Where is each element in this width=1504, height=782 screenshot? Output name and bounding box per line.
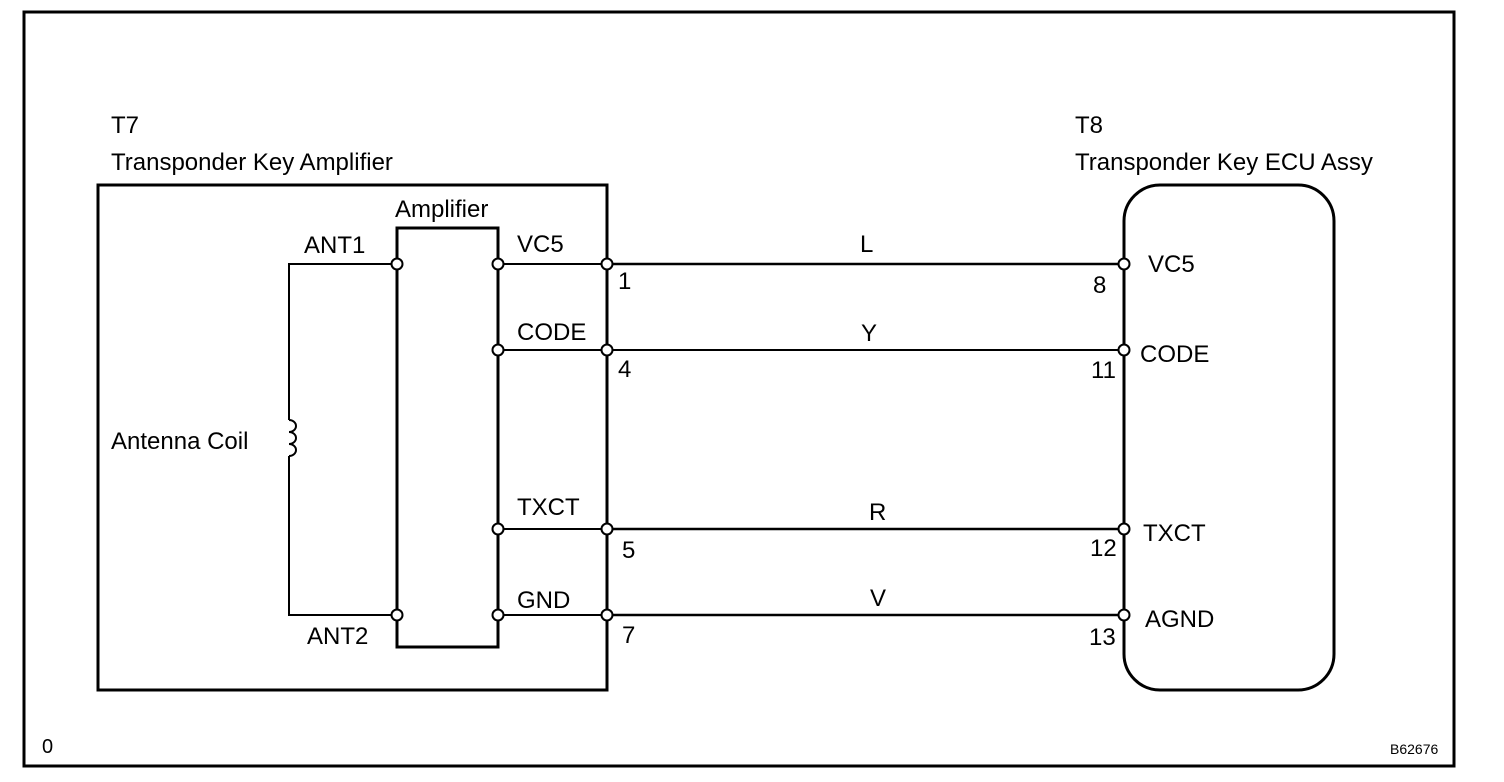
ecu-signal-label: VC5 [1148,251,1195,278]
circuit-txct: TXCT 5 R 12 TXCT [491,494,1206,564]
amp-pin-number: 1 [618,268,631,295]
amp-signal-terminal [491,608,505,622]
amp-pin-number: 4 [618,356,631,383]
circuit-code: CODE 4 Y 11 CODE [491,319,1209,384]
amp-pin-number: 7 [622,622,635,649]
circuit-gnd: GND 7 V 13 AGND [491,585,1214,651]
amplifier-connector-id: T7 [111,112,139,139]
ecu-pin-number: 8 [1093,272,1106,299]
ecu-unit-name: Transponder Key ECU Assy [1075,149,1373,176]
diagram-frame [22,10,1456,768]
amp-signal-terminal [491,257,505,271]
ecu-connector-terminal [1117,608,1131,622]
amp-connector-terminal [600,343,614,357]
ecu-pin-number: 11 [1091,357,1116,384]
ecu-pin-number: 12 [1090,535,1117,562]
wire-color-label: V [870,585,886,612]
ant2-terminal [390,608,404,622]
amplifier-unit-name: Transponder Key Amplifier [111,149,393,176]
ant1-terminal [390,257,404,271]
wire-color-label: R [869,499,886,526]
ant2-label: ANT2 [307,623,368,650]
ecu-pin-number: 13 [1089,624,1116,651]
amplifier-block [395,226,500,649]
amplifier-unit-box [96,183,609,692]
ecu-signal-label: TXCT [1143,520,1206,547]
figure-code: B62676 [1390,741,1438,757]
ecu-connector-terminal [1117,343,1131,357]
ecu-signal-label: CODE [1140,341,1209,368]
amplifier-block-label: Amplifier [395,196,488,223]
ecu-unit-box [1122,183,1336,692]
amp-signal-terminal [491,522,505,536]
amp-connector-terminal [600,522,614,536]
wire-color-label: L [860,231,873,258]
ecu-connector-terminal [1117,522,1131,536]
amp-signal-label: GND [517,587,570,614]
amp-signal-terminal [491,343,505,357]
circuit-vc5: VC5 1 L 8 VC5 [491,231,1195,299]
amp-connector-terminal [600,257,614,271]
ecu-connector-id: T8 [1075,112,1103,139]
antenna-coil-label: Antenna Coil [111,428,248,455]
ecu-signal-label: AGND [1145,606,1214,633]
amp-signal-label: VC5 [517,231,564,258]
amp-signal-label: CODE [517,319,586,346]
antenna-coil [288,263,397,616]
ant1-label: ANT1 [304,232,365,259]
corner-mark: 0 [42,736,53,758]
amp-connector-terminal [600,608,614,622]
amp-pin-number: 5 [622,537,635,564]
wire-color-label: Y [861,320,877,347]
amp-signal-label: TXCT [517,494,580,521]
ecu-connector-terminal [1117,257,1131,271]
